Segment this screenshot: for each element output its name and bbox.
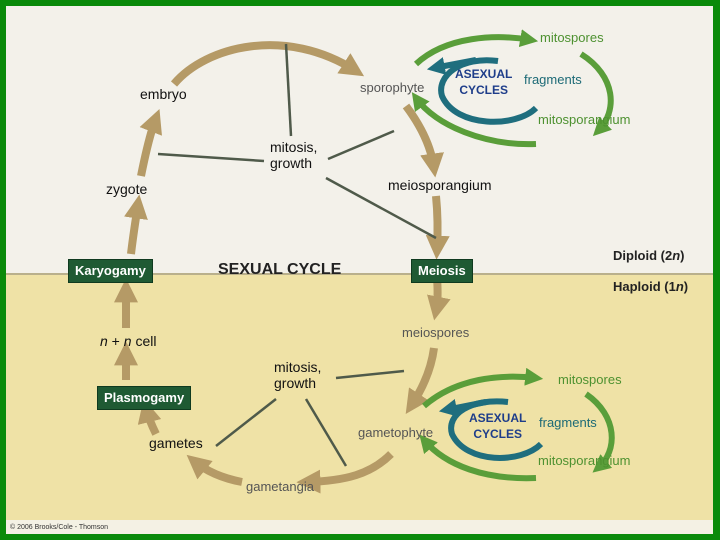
label-mitosis-growth-top: mitosis, growth <box>270 139 317 171</box>
asexual-bottom-line1: ASEXUAL <box>469 411 527 425</box>
label-bottom-fragments: fragments <box>539 415 597 430</box>
haploid-close: ) <box>683 279 689 294</box>
box-plasmogamy: Plasmogamy <box>97 386 192 410</box>
arrow-karyogamy-to-zygote <box>124 194 148 255</box>
arrow-gametes-to-plasmogamy <box>137 398 162 436</box>
asexual-top-line1: ASEXUAL <box>455 67 513 81</box>
arrow-meiosporangium-to-meiosis <box>425 195 450 260</box>
arrow-bot-gametophyte-to-mitospores <box>422 367 544 409</box>
label-sporophyte: sporophyte <box>360 80 425 95</box>
asexual-bottom-line2: CYCLES <box>473 427 523 441</box>
nn-cell-word: cell <box>131 333 157 349</box>
label-haploid: Haploid (1n) <box>613 279 688 294</box>
asexual-cycles-top: ASEXUAL CYCLES <box>455 66 512 98</box>
arrow-embryo-to-sporophyte <box>170 41 365 87</box>
connector-lines-top <box>157 43 437 240</box>
label-mitosis-bottom-line2: growth <box>274 375 317 391</box>
arrow-bot-mitospores-to-mitosporangium <box>584 391 615 473</box>
label-mitosis-top-line2: growth <box>270 155 313 171</box>
box-karyogamy: Karyogamy <box>68 259 153 283</box>
arrow-zygote-to-embryo <box>137 109 162 177</box>
arrow-bot-mitosporangium-to-gametophyte <box>419 434 537 482</box>
label-meiospores: meiospores <box>402 325 470 340</box>
label-gametophyte: gametophyte <box>358 425 434 440</box>
arrow-top-teal-head <box>426 57 477 75</box>
arrow-bot-teal-head <box>438 399 487 417</box>
arrow-gametophyte-to-gametangia <box>296 451 394 494</box>
label-gametes: gametes <box>149 435 203 451</box>
diploid-close: ) <box>680 248 685 263</box>
nn-cell-n1: n <box>100 333 108 349</box>
nn-cell-plus: + <box>107 333 124 349</box>
diploid-n: n <box>672 248 681 263</box>
label-embryo: embryo <box>140 86 187 102</box>
label-meiosporangium: meiosporangium <box>388 177 492 193</box>
label-mitosis-bottom-line1: mitosis, <box>274 359 322 375</box>
copyright-credit: © 2006 Brooks/Cole - Thomson <box>10 524 109 531</box>
arrow-gametangia-to-gametes <box>186 454 243 486</box>
box-meiosis: Meiosis <box>411 259 473 283</box>
label-zygote: zygote <box>106 181 148 197</box>
connector-lines-bottom <box>215 369 405 467</box>
footer-strip <box>6 520 713 534</box>
arrow-sporophyte-to-meiosporangium <box>402 103 444 178</box>
label-diploid: Diploid (2n) <box>613 248 685 263</box>
haploid-n: n <box>675 279 684 294</box>
label-gametangia: gametangia <box>246 479 314 494</box>
asexual-cycles-bottom: ASEXUAL CYCLES <box>469 410 526 442</box>
nn-cell-n2: n <box>123 333 132 349</box>
arrow-meiospores-to-gametophyte <box>405 347 438 414</box>
label-top-fragments: fragments <box>524 72 582 87</box>
diploid-region <box>6 6 713 274</box>
label-top-mitospores: mitospores <box>540 30 604 45</box>
haploid-text: Haploid (1 <box>613 279 676 294</box>
label-nn-cell: n + n cell <box>100 333 156 349</box>
arrow-top-sporophyte-to-mitospores <box>413 29 539 67</box>
label-mitosis-top-line1: mitosis, <box>270 139 318 155</box>
diploid-text: Diploid (2 <box>613 248 673 263</box>
label-bottom-mitosporangium: mitosporangium <box>538 453 631 468</box>
arrow-top-mitospores-to-mitosporangium <box>579 51 614 137</box>
label-mitosis-growth-bottom: mitosis, growth <box>274 359 321 391</box>
label-bottom-mitospores: mitospores <box>558 372 622 387</box>
label-top-mitosporangium: mitosporangium <box>538 112 631 127</box>
diagram-frame: embryo sporophyte mitosis, growth zygote… <box>6 6 713 534</box>
ploidy-divider <box>6 273 713 275</box>
asexual-top-line2: CYCLES <box>459 83 509 97</box>
sexual-cycle-title: SEXUAL CYCLE <box>218 261 342 278</box>
arrow-top-mitosporangium-to-sporophyte <box>411 92 537 148</box>
